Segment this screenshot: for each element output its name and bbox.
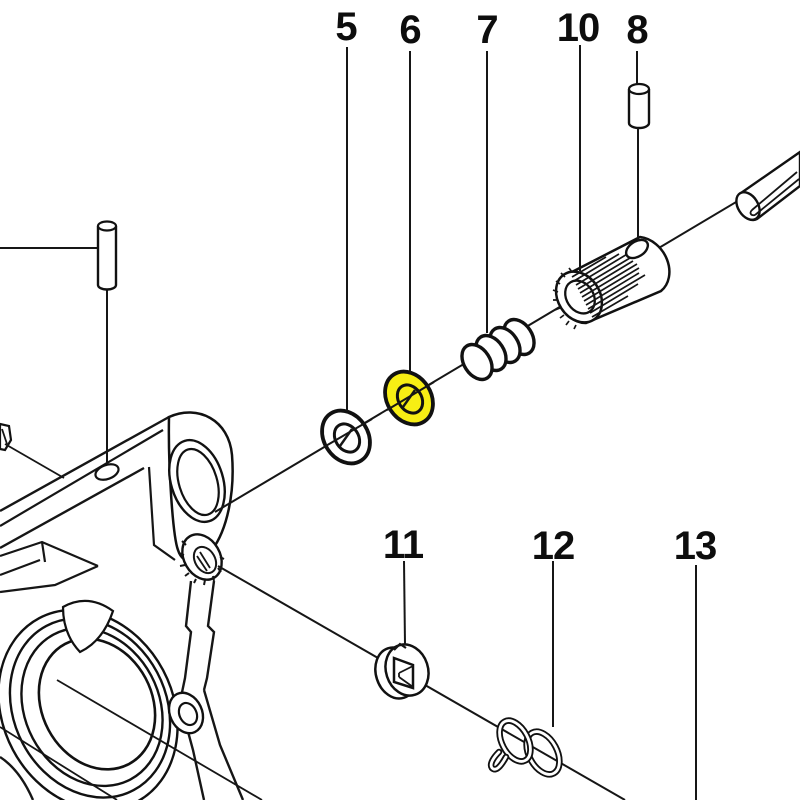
housing-corner-edge (0, 755, 35, 800)
edge-cut-part-line (1, 428, 8, 445)
housing-rib (0, 540, 99, 568)
left-pin-body (96, 226, 118, 291)
callout-10-label[interactable]: 10 (557, 6, 601, 50)
arm-left-edge (178, 580, 193, 703)
disc-top-notch (393, 642, 407, 651)
spline-hatch (196, 551, 211, 572)
disc-square-hole (392, 656, 415, 690)
housing-rib (40, 541, 47, 563)
cylinder-spline-lines (571, 252, 646, 318)
clip-hook-core (489, 750, 508, 771)
left-pin-part[interactable] (0, 220, 118, 465)
rod-part[interactable] (732, 150, 800, 224)
axis-over-washer5 (323, 418, 373, 448)
cylinder-rim-teeth (552, 267, 577, 330)
edge-cut-part (0, 422, 65, 479)
housing-rib (0, 558, 41, 577)
washer6-key-notch (402, 389, 416, 408)
part-12-spring-clip[interactable] (487, 715, 566, 779)
spline-bore (192, 545, 218, 575)
pin8-top (627, 82, 651, 96)
flange-bottom-edge (0, 466, 145, 550)
housing-rib (0, 564, 99, 594)
flange-inner-edge (0, 429, 164, 527)
arm-hole-boss-inner (177, 701, 199, 727)
part-6-washer-highlighted[interactable] (375, 363, 442, 434)
part-10-splined-cylinder[interactable] (547, 235, 671, 331)
rod-end-cap (735, 191, 761, 221)
bore-cross-line (0, 726, 118, 800)
rod-flat-detail (749, 171, 800, 217)
bore-cross-line (56, 679, 263, 800)
spring-coil (460, 342, 494, 382)
callout-6-label[interactable]: 6 (399, 8, 421, 52)
callout-13-label[interactable]: 13 (674, 524, 718, 568)
disc-hole-depth-lines (398, 665, 414, 688)
callout-8-label[interactable]: 8 (626, 8, 649, 52)
callout-11-label[interactable]: 11 (383, 523, 425, 567)
axis-over-washer6 (386, 381, 435, 411)
callout-5-label[interactable]: 5 (335, 5, 358, 49)
part-7-spring[interactable] (456, 314, 541, 385)
callout-11-leader (403, 560, 406, 646)
edge-part-leader-line (4, 443, 65, 479)
callout-8-leader (636, 51, 639, 241)
part-11-retainer-disc[interactable] (369, 639, 435, 704)
arm-right-edge (202, 580, 216, 691)
ear-oval-opening-inner (176, 447, 220, 517)
cylinder-top-hole (624, 238, 650, 260)
clip-loop-left-core (498, 719, 532, 763)
crankcase-housing (0, 411, 245, 800)
left-pin-top (96, 220, 118, 232)
spline-teeth (178, 540, 225, 586)
part-8-pin[interactable] (627, 82, 651, 130)
callout-12-label[interactable]: 12 (532, 524, 576, 568)
callout-7-label[interactable]: 7 (476, 8, 498, 52)
rim-pocket (61, 599, 115, 654)
arm-lower-right-edge (202, 689, 245, 800)
flange-web-line (147, 466, 176, 561)
part-5-washer[interactable] (312, 402, 379, 473)
flange-top-edge (0, 415, 170, 513)
flange-hole (94, 463, 120, 481)
